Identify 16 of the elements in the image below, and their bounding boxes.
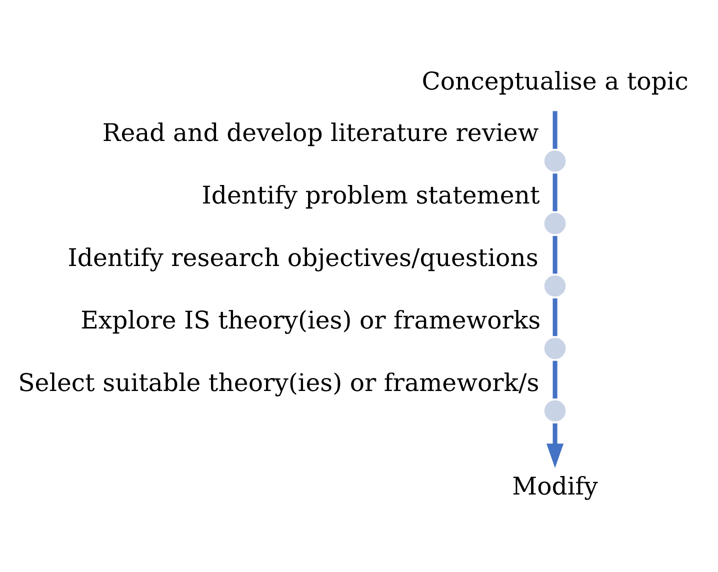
- node-label: Explore IS theory(ies) or frameworks: [80, 305, 541, 334]
- connector: [552, 236, 558, 274]
- node-circle: [541, 210, 569, 238]
- node-label: Identify problem statement: [202, 180, 540, 210]
- node-label: Identify research objectives/questions: [68, 242, 538, 272]
- connector: [552, 360, 558, 398]
- node-circle: [541, 272, 569, 300]
- connector: [552, 298, 558, 336]
- node-text: Conceptualise a topic: [422, 66, 688, 96]
- node-label: Select suitable theory(ies) or framework/s: [18, 368, 540, 397]
- connector: [552, 111, 558, 149]
- node-label: Read and develop literature review: [102, 118, 539, 148]
- arrow: [546, 423, 564, 468]
- connector: [552, 174, 558, 212]
- node-text: Modify: [512, 471, 598, 500]
- node-circle: [541, 334, 569, 362]
